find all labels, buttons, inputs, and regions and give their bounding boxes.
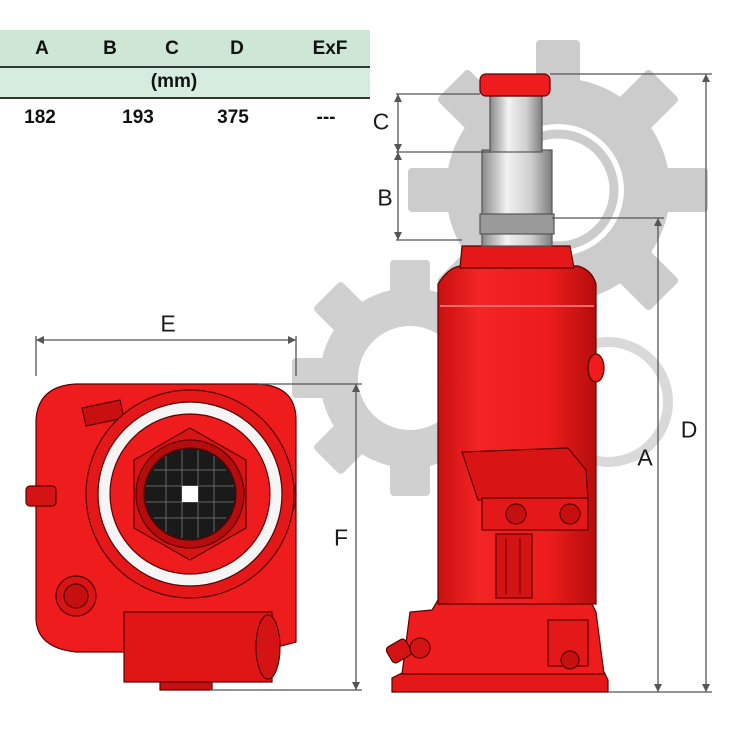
spec-table-unit-row [0,66,370,98]
dimension-label-a: A [637,444,653,471]
header-a: A [35,38,49,59]
dimension-label-d: D [680,416,698,443]
value-c: 375 [217,107,249,128]
header-d: D [230,38,244,59]
dimension-label-e: E [160,310,176,337]
jack-side-view [385,73,609,693]
header-exf: ExF [312,38,348,59]
jack-top-view [25,383,297,691]
dimension-lines [35,73,712,693]
unit-label: (mm) [150,71,198,92]
header-c: C [165,38,179,59]
spec-table-divider [0,97,370,99]
value-a: 182 [24,107,56,128]
dimension-label-b: B [377,184,393,211]
value-b: 193 [122,107,154,128]
spec-table-divider [0,66,370,68]
saddle-center-square [182,486,198,502]
value-exf: --- [316,107,336,128]
spec-table-header-row [0,30,370,66]
dimension-label-c: C [372,108,390,135]
dimension-arrows [36,74,710,692]
header-b: B [103,38,117,59]
dimension-label-f: F [333,524,349,551]
